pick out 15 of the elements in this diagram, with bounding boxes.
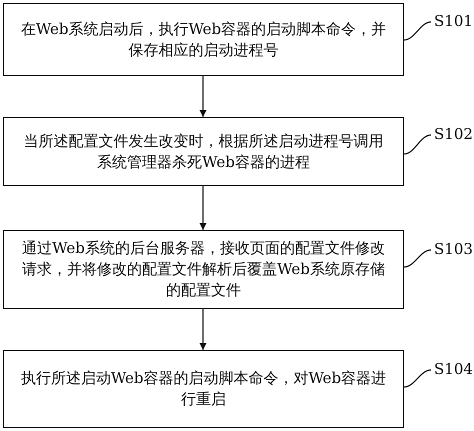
arrow [200, 76, 206, 117]
process-box: 执行所述启动Web容器的启动脚本命令，对Web容器进行重启 [3, 350, 404, 428]
leader-line [404, 249, 432, 268]
leader-line [404, 369, 432, 388]
arrow [200, 186, 206, 230]
leader-line [404, 134, 432, 155]
process-box: 在Web系统启动后，执行Web容器的启动脚本命令，并保存相应的启动进程号 [3, 3, 404, 76]
arrow [200, 309, 206, 350]
step-label: S101 [434, 12, 473, 30]
step-label: S103 [434, 240, 473, 258]
process-box: 当所述配置文件发生改变时，根据所述启动进程号调用系统管理器杀死Web容器的进程 [3, 117, 404, 186]
process-box: 通过Web系统的后台服务器，接收页面的配置文件修改请求，并将修改的配置文件解析后覆盖Web系统原存储的配置文件 [3, 230, 404, 309]
step-label: S104 [434, 360, 473, 378]
step-label: S102 [434, 125, 473, 143]
leader-line [404, 21, 432, 41]
